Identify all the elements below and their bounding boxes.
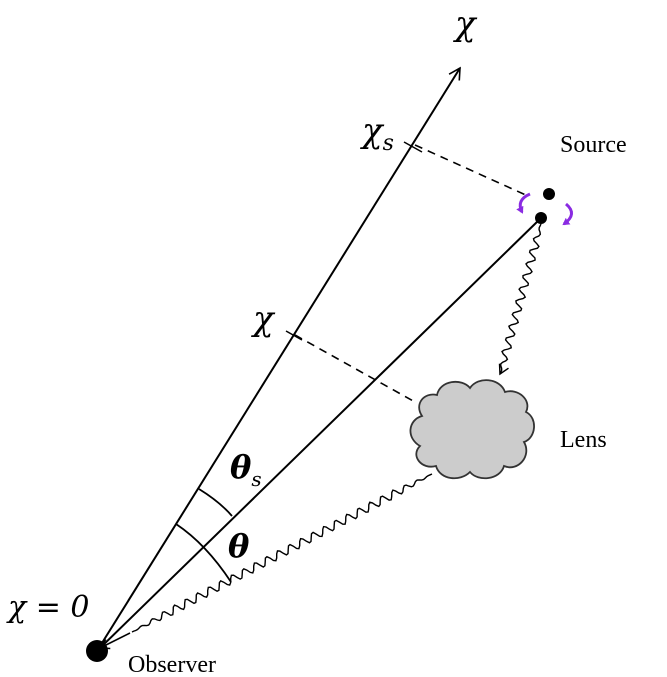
projection-source-line: [414, 144, 529, 197]
source-label: Source: [560, 132, 627, 158]
chi-tick: [285, 330, 303, 341]
theta-arc: [175, 523, 232, 583]
observer-source-line: [96, 218, 541, 652]
theta-s-arc: [198, 488, 233, 517]
source-star-a: [543, 188, 555, 200]
observer-dot-icon: [86, 640, 108, 662]
chi-label: χ: [251, 299, 276, 339]
theta-s-label: θs: [230, 448, 262, 491]
chi-s-label: χs: [360, 111, 394, 156]
chi-axis-line: [96, 66, 461, 652]
theta-label: θ: [228, 527, 250, 565]
source-star-b: [535, 212, 547, 224]
lens-cloud-icon: [409, 379, 535, 480]
observer-label: Observer: [128, 652, 216, 677]
lens-label: Lens: [560, 427, 607, 453]
chi-s-tick: [403, 141, 423, 153]
orbit-arrow-left-icon: [516, 192, 531, 214]
chi-axis-label: χ: [453, 4, 478, 44]
orbit-arrow-right-icon: [562, 202, 573, 226]
source-binary-icon: [516, 188, 573, 226]
source-lens-wavy-path: [498, 223, 542, 376]
chi-zero-label: χ = 0: [6, 590, 89, 625]
projection-lens-line: [294, 334, 416, 403]
lens-observer-wavy-path: [131, 473, 433, 633]
